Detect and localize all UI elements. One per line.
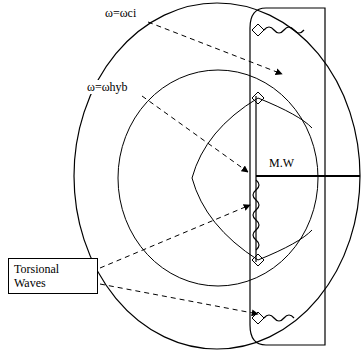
vessel-outline (74, 3, 360, 349)
lens-right-top (258, 98, 312, 128)
lens-right-bottom (258, 230, 312, 260)
resonance-label: ω=ωhyb (86, 80, 129, 94)
torsional-wave (264, 315, 294, 321)
leader-line (142, 96, 248, 172)
lens-left (192, 98, 258, 260)
plasma-outline (118, 70, 318, 286)
leader-line (100, 284, 258, 314)
leader-line (148, 22, 282, 74)
resonance-label: ω=ωci (104, 6, 137, 20)
torsional-wave (253, 180, 259, 250)
torsional-wave (264, 27, 304, 33)
resonance-marks (252, 24, 264, 324)
callout-box: Torsional Waves (8, 258, 98, 294)
port-label: M.W (268, 156, 295, 170)
callout-text: Torsional Waves (14, 262, 92, 290)
resonance-layer (255, 96, 256, 262)
microwave-feed (256, 175, 360, 177)
leader-line (100, 205, 250, 268)
